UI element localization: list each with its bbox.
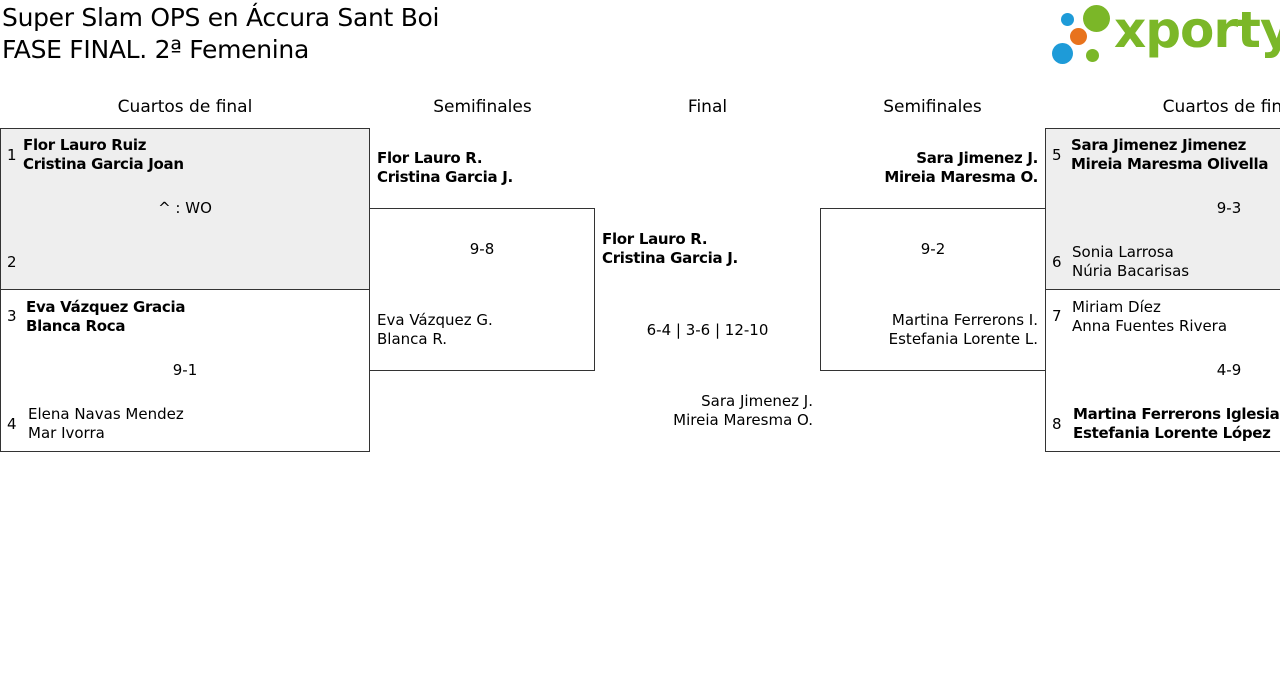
final-score: 6-4 | 3-6 | 12-10: [646, 321, 769, 339]
seed-number: 7: [1052, 307, 1062, 325]
loser-player-1: Miriam Díez: [1072, 298, 1161, 316]
semifinal-loser-player-2: Blanca R.: [377, 330, 448, 348]
loser-player-2: Núria Bacarisas: [1072, 262, 1190, 280]
match-score: ^ : WO: [158, 199, 212, 217]
match-box-right-quarter-2[interactable]: [1045, 289, 1280, 452]
semifinal-loser-player-1: Eva Vázquez G.: [377, 311, 493, 329]
logo-dot-green-small: [1086, 49, 1099, 62]
loser-player-2: Mar Ivorra: [28, 424, 105, 442]
xporty-logo[interactable]: xporty: [1052, 1, 1280, 66]
round-heading-left-semis: Semifinales: [433, 97, 532, 117]
semifinal-winner-player-2: Cristina Garcia J.: [377, 168, 513, 186]
match-box-right-quarter-1[interactable]: [1045, 128, 1280, 290]
match-score: 9-1: [172, 361, 198, 379]
logo-dot-orange: [1070, 28, 1087, 45]
seed-number: 5: [1052, 146, 1062, 164]
match-score: 9-8: [469, 240, 495, 258]
match-score: 4-9: [1216, 361, 1242, 379]
winner-player-1: Sara Jimenez Jimenez: [1071, 136, 1247, 154]
winner-player-2: Cristina Garcia Joan: [23, 155, 184, 173]
logo-wordmark: xporty: [1114, 1, 1280, 59]
runner-up-player-2: Mireia Maresma O.: [673, 411, 813, 429]
seed-number: 3: [7, 307, 17, 325]
loser-player-1: Elena Navas Mendez: [28, 405, 184, 423]
page-title: Super Slam OPS en Áccura Sant Boi: [2, 3, 440, 32]
seed-number: 1: [7, 146, 17, 164]
seed-number: 2: [7, 253, 17, 271]
champion-player-2: Cristina Garcia J.: [602, 249, 738, 267]
winner-player-2: Blanca Roca: [26, 317, 126, 335]
winner-player-1: Flor Lauro Ruiz: [23, 136, 147, 154]
winner-player-2: Mireia Maresma Olivella: [1071, 155, 1269, 173]
semifinal-loser-player-1: Martina Ferrerons I.: [891, 311, 1038, 329]
semifinal-loser-player-2: Estefania Lorente L.: [888, 330, 1038, 348]
loser-player-1: Sonia Larrosa: [1072, 243, 1174, 261]
round-heading-left-quarters: Cuartos de final: [117, 97, 253, 117]
round-heading-right-semis: Semifinales: [883, 97, 982, 117]
logo-dot-blue-large: [1052, 43, 1073, 64]
semifinal-winner-player-1: Sara Jimenez J.: [916, 149, 1038, 167]
winner-player-1: Eva Vázquez Gracia: [26, 298, 186, 316]
page-subtitle: FASE FINAL. 2ª Femenina: [2, 35, 309, 64]
round-heading-final: Final: [687, 97, 728, 117]
winner-player-2: Estefania Lorente López: [1073, 424, 1271, 442]
runner-up-player-1: Sara Jimenez J.: [701, 392, 813, 410]
seed-number: 8: [1052, 415, 1062, 433]
seed-number: 6: [1052, 253, 1062, 271]
loser-player-2: Anna Fuentes Rivera: [1072, 317, 1228, 335]
seed-number: 4: [7, 415, 17, 433]
round-heading-right-quarters: Cuartos de final: [1162, 97, 1280, 117]
match-score: 9-3: [1216, 199, 1242, 217]
match-score: 9-2: [920, 240, 946, 258]
winner-player-1: Martina Ferrerons Iglesias: [1073, 405, 1280, 423]
semifinal-winner-player-1: Flor Lauro R.: [377, 149, 483, 167]
match-box-left-quarter-1[interactable]: [0, 128, 370, 290]
match-box-left-semifinal[interactable]: [369, 208, 595, 371]
champion-player-1: Flor Lauro R.: [602, 230, 708, 248]
logo-dot-green: [1083, 5, 1110, 32]
semifinal-winner-player-2: Mireia Maresma O.: [884, 168, 1038, 186]
logo-dot-blue: [1061, 13, 1074, 26]
